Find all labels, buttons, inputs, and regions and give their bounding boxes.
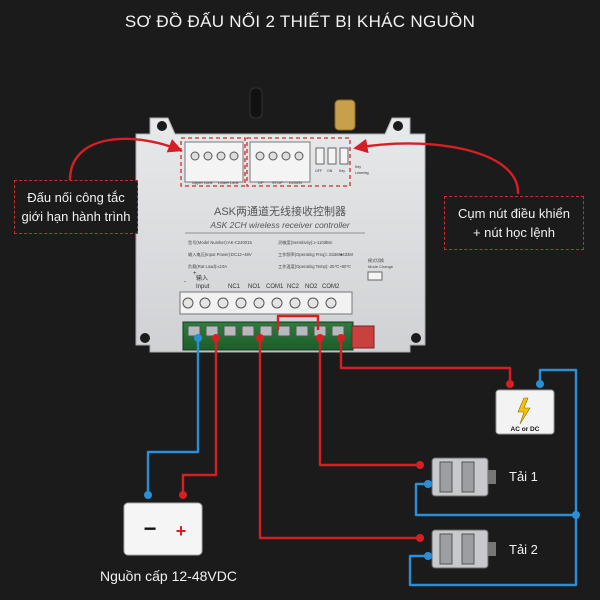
ac-dc-source: AC or DC: [495, 389, 555, 435]
key-label-key-2: Key: [355, 165, 361, 169]
wire-endpoints: [144, 334, 544, 560]
load-1-motor: [431, 457, 496, 497]
load-2-label: Tải 2: [509, 542, 538, 557]
terminal-label-no2: NO2: [305, 284, 318, 290]
load-1-label: Tải 1: [509, 469, 538, 484]
input-label-en: Input: [196, 284, 210, 290]
board-subtitle: ASK 2CH wireless receiver controller: [209, 220, 351, 230]
callout-limit-switch: Đấu nối công tắc giới hạn hành trình: [14, 180, 138, 234]
terminal-label-com1: COM1: [266, 284, 284, 290]
mode-label-en: Mode Change: [368, 264, 394, 269]
power-supply-label: Nguồn cấp 12-48VDC: [100, 568, 237, 584]
psu-minus-sign: −: [144, 516, 157, 541]
callout-control-buttons: Cụm nút điều khiển + nút học lệnh: [444, 196, 584, 250]
callout-arrow-left: [68, 137, 183, 181]
ac-dc-label: AC or DC: [511, 426, 540, 433]
mode-label: 模式切换: [368, 257, 384, 263]
terminal-label-plus: +: [193, 271, 197, 277]
board-title-cn: ASK两通道无线接收控制器: [214, 204, 346, 218]
terminal-label-nc2: NC2: [287, 284, 300, 290]
button-label-stop: STOP: [272, 180, 283, 185]
limit-label-2: Lower Limit: [218, 180, 239, 185]
limit-label-1: Upper Limit: [192, 180, 213, 185]
power-supply: − +: [123, 502, 203, 556]
antenna: [249, 87, 356, 131]
spec-sensitivity: 灵敏度(Sensitivity):≥-110dBm: [278, 239, 333, 246]
callout-right-line-1: Cụm nút điều khiển: [457, 206, 570, 221]
wires: [146, 314, 578, 587]
spec-input-power: 输入电压(Input Power):DC12~48V: [188, 251, 252, 258]
spec-temp: 工作温度(Operating Temp):-25℃~80℃: [278, 263, 351, 270]
terminal-label-com2: COM2: [322, 284, 340, 290]
spec-load: 负载(Rat Load):≤10A: [188, 263, 227, 270]
key-label-off: OFF: [315, 169, 322, 173]
spec-model: 型号(Model Number):AK-C240015: [188, 239, 252, 246]
key-label-key: Key: [339, 169, 345, 173]
key-label-on: ON: [327, 169, 333, 173]
terminal-label-minus: -: [184, 279, 186, 285]
spec-frequency: 工作频率(Operating Freq):□315M■433M: [278, 251, 353, 258]
key-label-learning: Learning: [355, 171, 369, 175]
button-label-down: DOWN: [289, 180, 302, 185]
terminal-label-no1: NO1: [248, 284, 261, 290]
input-label: 输入: [196, 274, 208, 282]
callout-arrow-right: [353, 138, 520, 195]
controller-board: Upper Limit Lower Limit UP STOP DOWN OFF…: [135, 117, 426, 353]
callout-left-line-1: Đấu nối công tắc: [27, 190, 125, 205]
diagram-title: SƠ ĐỒ ĐẤU NỐI 2 THIẾT BỊ KHÁC NGUỒN: [124, 12, 476, 31]
load-2-motor: [431, 529, 496, 569]
button-label-up: UP: [258, 180, 264, 185]
psu-plus-sign: +: [176, 521, 187, 541]
callout-left-line-2: giới hạn hành trình: [21, 209, 131, 224]
callout-right-line-2: + nút học lệnh: [472, 225, 556, 240]
lightning-bolt-icon: [517, 397, 531, 425]
terminal-label-nc1: NC1: [228, 284, 241, 290]
